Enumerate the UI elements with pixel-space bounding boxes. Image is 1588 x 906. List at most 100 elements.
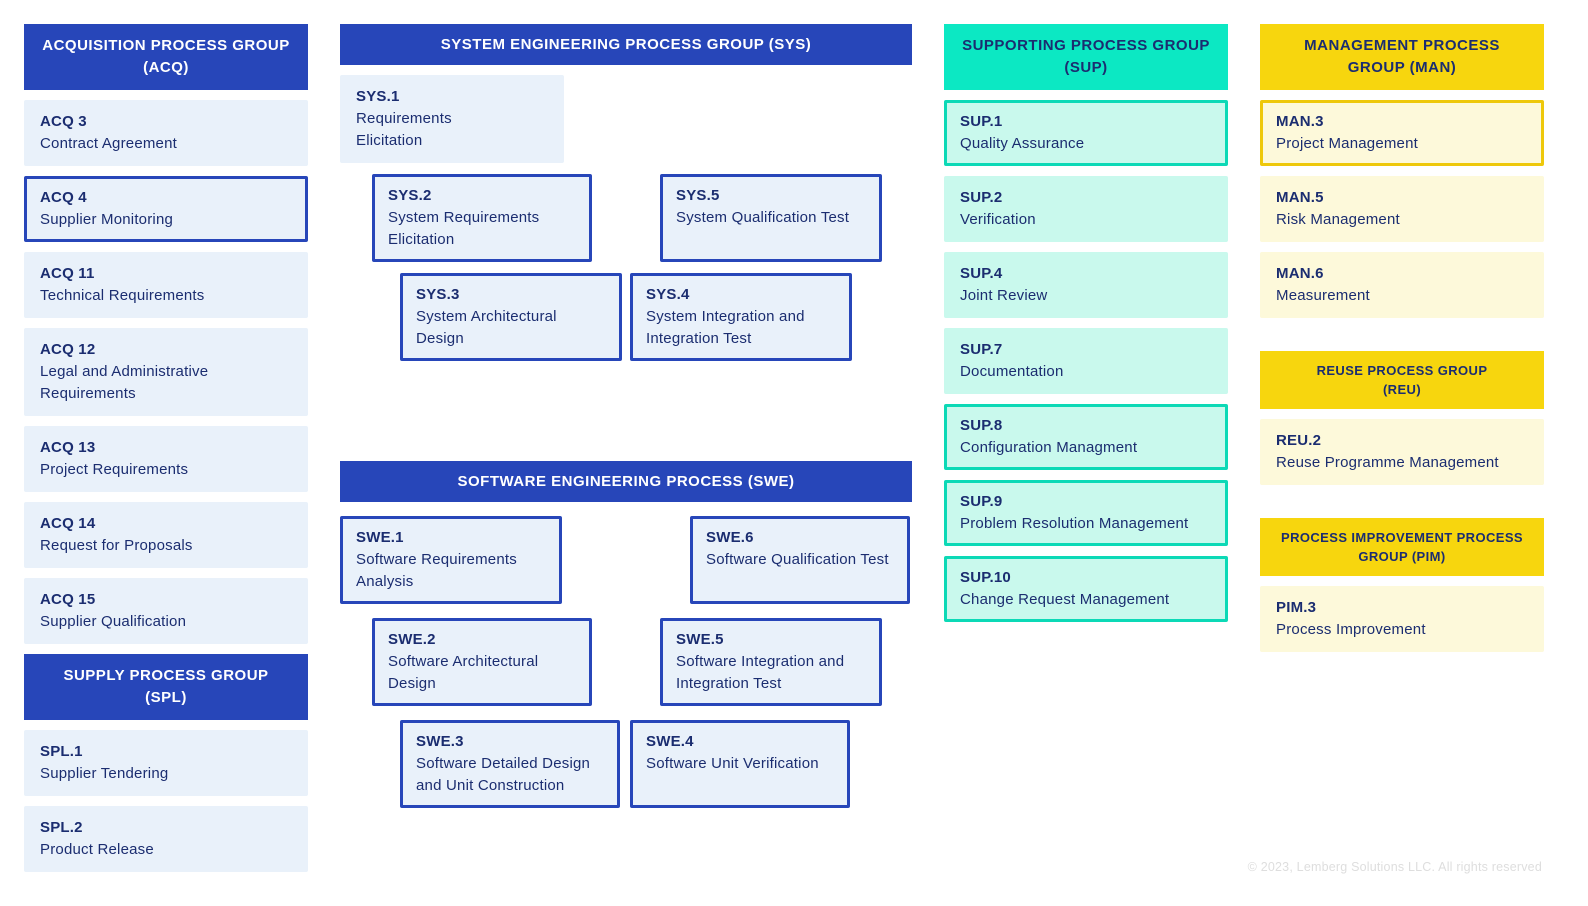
process-card-sup4: SUP.4 Joint Review <box>944 252 1228 318</box>
process-card-acq12: ACQ 12 Legal and Administrative Requirem… <box>24 328 308 416</box>
process-card-acq15: ACQ 15 Supplier Qualification <box>24 578 308 644</box>
process-label: Change Request Management <box>960 591 1170 608</box>
process-card-sys5: SYS.5 System Qualification Test <box>660 174 882 262</box>
process-card-sup2: SUP.2 Verification <box>944 176 1228 242</box>
process-label: Project Requirements <box>40 461 189 478</box>
process-code: REU.2 <box>1276 432 1322 449</box>
process-label: Software Unit Verification <box>646 755 819 772</box>
process-code: SPL.2 <box>40 819 83 836</box>
process-label: Software Detailed Design and Unit Constr… <box>416 755 591 794</box>
process-card-swe4: SWE.4 Software Unit Verification <box>630 720 850 808</box>
sup-group-header: SUPPORTING PROCESS GROUP (SUP) <box>944 24 1228 90</box>
acq-group-header: ACQUISITION PROCESS GROUP (ACQ) <box>24 24 308 90</box>
process-code: SWE.6 <box>706 529 754 546</box>
process-card-man5: MAN.5 Risk Management <box>1260 176 1544 242</box>
process-code: SUP.1 <box>960 113 1003 130</box>
acquisition-supply-column: ACQUISITION PROCESS GROUP (ACQ) ACQ 3 Co… <box>24 24 308 872</box>
process-code: SWE.5 <box>676 631 724 648</box>
process-card-spl1: SPL.1 Supplier Tendering <box>24 730 308 796</box>
process-code: SUP.9 <box>960 493 1003 510</box>
process-code: SUP.4 <box>960 265 1003 282</box>
process-card-sup9: SUP.9 Problem Resolution Management <box>944 480 1228 546</box>
process-code: SUP.10 <box>960 569 1011 586</box>
process-label: Quality Assurance <box>960 135 1085 152</box>
swe-row-1: SWE.1 Software Requirements Analysis SWE… <box>340 516 912 604</box>
process-label: Process Improvement <box>1276 621 1426 638</box>
process-code: ACQ 11 <box>40 265 95 282</box>
process-code: SYS.1 <box>356 88 400 105</box>
process-label: Request for Proposals <box>40 537 193 554</box>
process-label: Measurement <box>1276 287 1370 304</box>
process-card-sup10: SUP.10 Change Request Management <box>944 556 1228 622</box>
process-card-acq13: ACQ 13 Project Requirements <box>24 426 308 492</box>
process-card-sup1: SUP.1 Quality Assurance <box>944 100 1228 166</box>
process-label: Software Architectural Design <box>388 653 539 692</box>
engineering-column: SYSTEM ENGINEERING PROCESS GROUP (SYS) S… <box>340 24 912 808</box>
process-code: ACQ 3 <box>40 113 87 130</box>
process-code: SPL.1 <box>40 743 83 760</box>
process-code: SYS.4 <box>646 286 690 303</box>
process-label: Supplier Tendering <box>40 765 169 782</box>
process-label: System Requirements Elicitation <box>388 209 540 248</box>
management-column: MANAGEMENT PROCESS GROUP (MAN) MAN.3 Pro… <box>1260 24 1544 652</box>
process-label: Supplier Monitoring <box>40 211 174 228</box>
copyright-notice: © 2023, Lemberg Solutions LLC. All right… <box>1247 860 1542 874</box>
process-label: System Qualification Test <box>676 209 850 226</box>
process-card-acq3: ACQ 3 Contract Agreement <box>24 100 308 166</box>
process-label: Joint Review <box>960 287 1048 304</box>
process-label: System Integration and Integration Test <box>646 308 805 347</box>
process-code: MAN.6 <box>1276 265 1324 282</box>
process-label: Technical Requirements <box>40 287 205 304</box>
process-code: ACQ 14 <box>40 515 96 532</box>
supporting-column: SUPPORTING PROCESS GROUP (SUP) SUP.1 Qua… <box>944 24 1228 622</box>
process-label: Configuration Managment <box>960 439 1138 456</box>
process-code: SUP.7 <box>960 341 1003 358</box>
process-card-swe3: SWE.3 Software Detailed Design and Unit … <box>400 720 620 808</box>
process-card-sup8: SUP.8 Configuration Managment <box>944 404 1228 470</box>
process-code: SWE.4 <box>646 733 694 750</box>
sys-row-3: SYS.3 System Architectural Design SYS.4 … <box>340 273 912 361</box>
process-label: Requirements Elicitation <box>356 110 452 149</box>
process-code: SWE.2 <box>388 631 436 648</box>
process-label: Reuse Programme Management <box>1276 454 1499 471</box>
process-label: Problem Resolution Management <box>960 515 1189 532</box>
process-card-sup7: SUP.7 Documentation <box>944 328 1228 394</box>
process-card-man6: MAN.6 Measurement <box>1260 252 1544 318</box>
process-card-acq11: ACQ 11 Technical Requirements <box>24 252 308 318</box>
process-code: ACQ 12 <box>40 341 96 358</box>
process-card-swe5: SWE.5 Software Integration and Integrati… <box>660 618 882 706</box>
process-label: Legal and Administrative Requirements <box>40 363 209 402</box>
process-card-reu2: REU.2 Reuse Programme Management <box>1260 419 1544 485</box>
process-card-sys4: SYS.4 System Integration and Integration… <box>630 273 852 361</box>
process-card-sys3: SYS.3 System Architectural Design <box>400 273 622 361</box>
process-code: SYS.3 <box>416 286 460 303</box>
process-card-man3: MAN.3 Project Management <box>1260 100 1544 166</box>
process-label: Software Requirements Analysis <box>356 551 517 590</box>
process-code: SYS.2 <box>388 187 432 204</box>
process-code: SUP.8 <box>960 417 1003 434</box>
process-code: ACQ 4 <box>40 189 87 206</box>
process-code: SYS.5 <box>676 187 720 204</box>
process-card-swe2: SWE.2 Software Architectural Design <box>372 618 592 706</box>
sys-row-2: SYS.2 System Requirements Elicitation SY… <box>340 174 912 262</box>
process-label: Documentation <box>960 363 1064 380</box>
process-label: Project Management <box>1276 135 1419 152</box>
process-card-pim3: PIM.3 Process Improvement <box>1260 586 1544 652</box>
process-code: MAN.3 <box>1276 113 1324 130</box>
reu-group-header: REUSE PROCESS GROUP (REU) <box>1260 351 1544 409</box>
spl-group-header: SUPPLY PROCESS GROUP (SPL) <box>24 654 308 720</box>
process-code: SWE.3 <box>416 733 464 750</box>
pim-group-header: PROCESS IMPROVEMENT PROCESS GROUP (PIM) <box>1260 518 1544 576</box>
process-label: Contract Agreement <box>40 135 178 152</box>
process-card-acq14: ACQ 14 Request for Proposals <box>24 502 308 568</box>
process-label: Software Integration and Integration Tes… <box>676 653 845 692</box>
process-code: ACQ 13 <box>40 439 96 456</box>
process-card-spl2: SPL.2 Product Release <box>24 806 308 872</box>
process-code: ACQ 15 <box>40 591 96 608</box>
process-card-sys2: SYS.2 System Requirements Elicitation <box>372 174 592 262</box>
process-code: SWE.1 <box>356 529 404 546</box>
process-card-swe1: SWE.1 Software Requirements Analysis <box>340 516 562 604</box>
man-group-header: MANAGEMENT PROCESS GROUP (MAN) <box>1260 24 1544 90</box>
process-card-sys1: SYS.1 Requirements Elicitation <box>340 75 564 163</box>
